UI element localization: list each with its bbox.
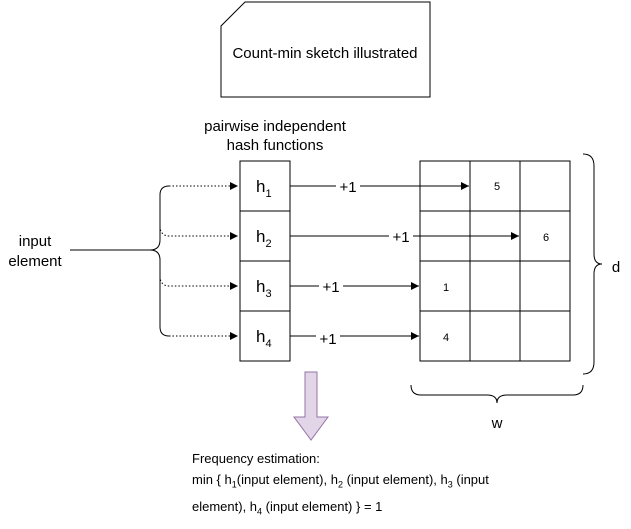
w-label: w: [491, 415, 503, 432]
increment-h4: +1: [319, 331, 336, 348]
dotted-arrows: [159, 182, 238, 340]
hash-label-line-1: pairwise independent: [204, 118, 347, 135]
hash-label-line-2: hash functions: [227, 137, 324, 154]
frequency-estimation: Frequency estimation: min { h1(input ele…: [192, 448, 512, 522]
frequency-formula: min { h1(input element), h2 (input eleme…: [192, 472, 489, 517]
increment-h1: +1: [339, 179, 356, 196]
input-label-line-2: element: [8, 253, 62, 270]
hash-h4: h4: [256, 327, 272, 350]
diagram-title: Count-min sketch illustrated: [232, 45, 417, 62]
hash-boxes: h1 h2 h3 h4: [239, 160, 291, 362]
hash-h3: h3: [256, 277, 272, 300]
hash-h1: h1: [256, 177, 272, 200]
w-brace: [410, 384, 584, 404]
sketch-grid: [419, 160, 571, 362]
hash-h2: h2: [256, 227, 272, 250]
dotted-arrow-h2: [159, 225, 238, 240]
grid-values: 5 6 1 4: [443, 181, 549, 344]
increment-h2: +1: [392, 229, 409, 246]
increment-h3: +1: [322, 279, 339, 296]
grid-cell-r4-c1: 4: [443, 332, 449, 344]
down-arrow-icon: [293, 371, 329, 441]
increment-labels: +1 +1 +1 +1: [316, 178, 413, 348]
input-brace: [70, 185, 170, 337]
d-label: d: [612, 259, 620, 276]
d-brace: [582, 153, 603, 375]
grid-cell-r1-c2: 5: [494, 181, 500, 193]
dotted-arrow-h3: [159, 275, 238, 290]
input-label-line-1: input: [19, 233, 52, 250]
grid-cell-r3-c1: 1: [443, 282, 449, 294]
grid-cell-r2-c3: 6: [543, 232, 549, 244]
title-card: Count-min sketch illustrated: [220, 1, 431, 98]
frequency-heading: Frequency estimation:: [192, 451, 320, 466]
